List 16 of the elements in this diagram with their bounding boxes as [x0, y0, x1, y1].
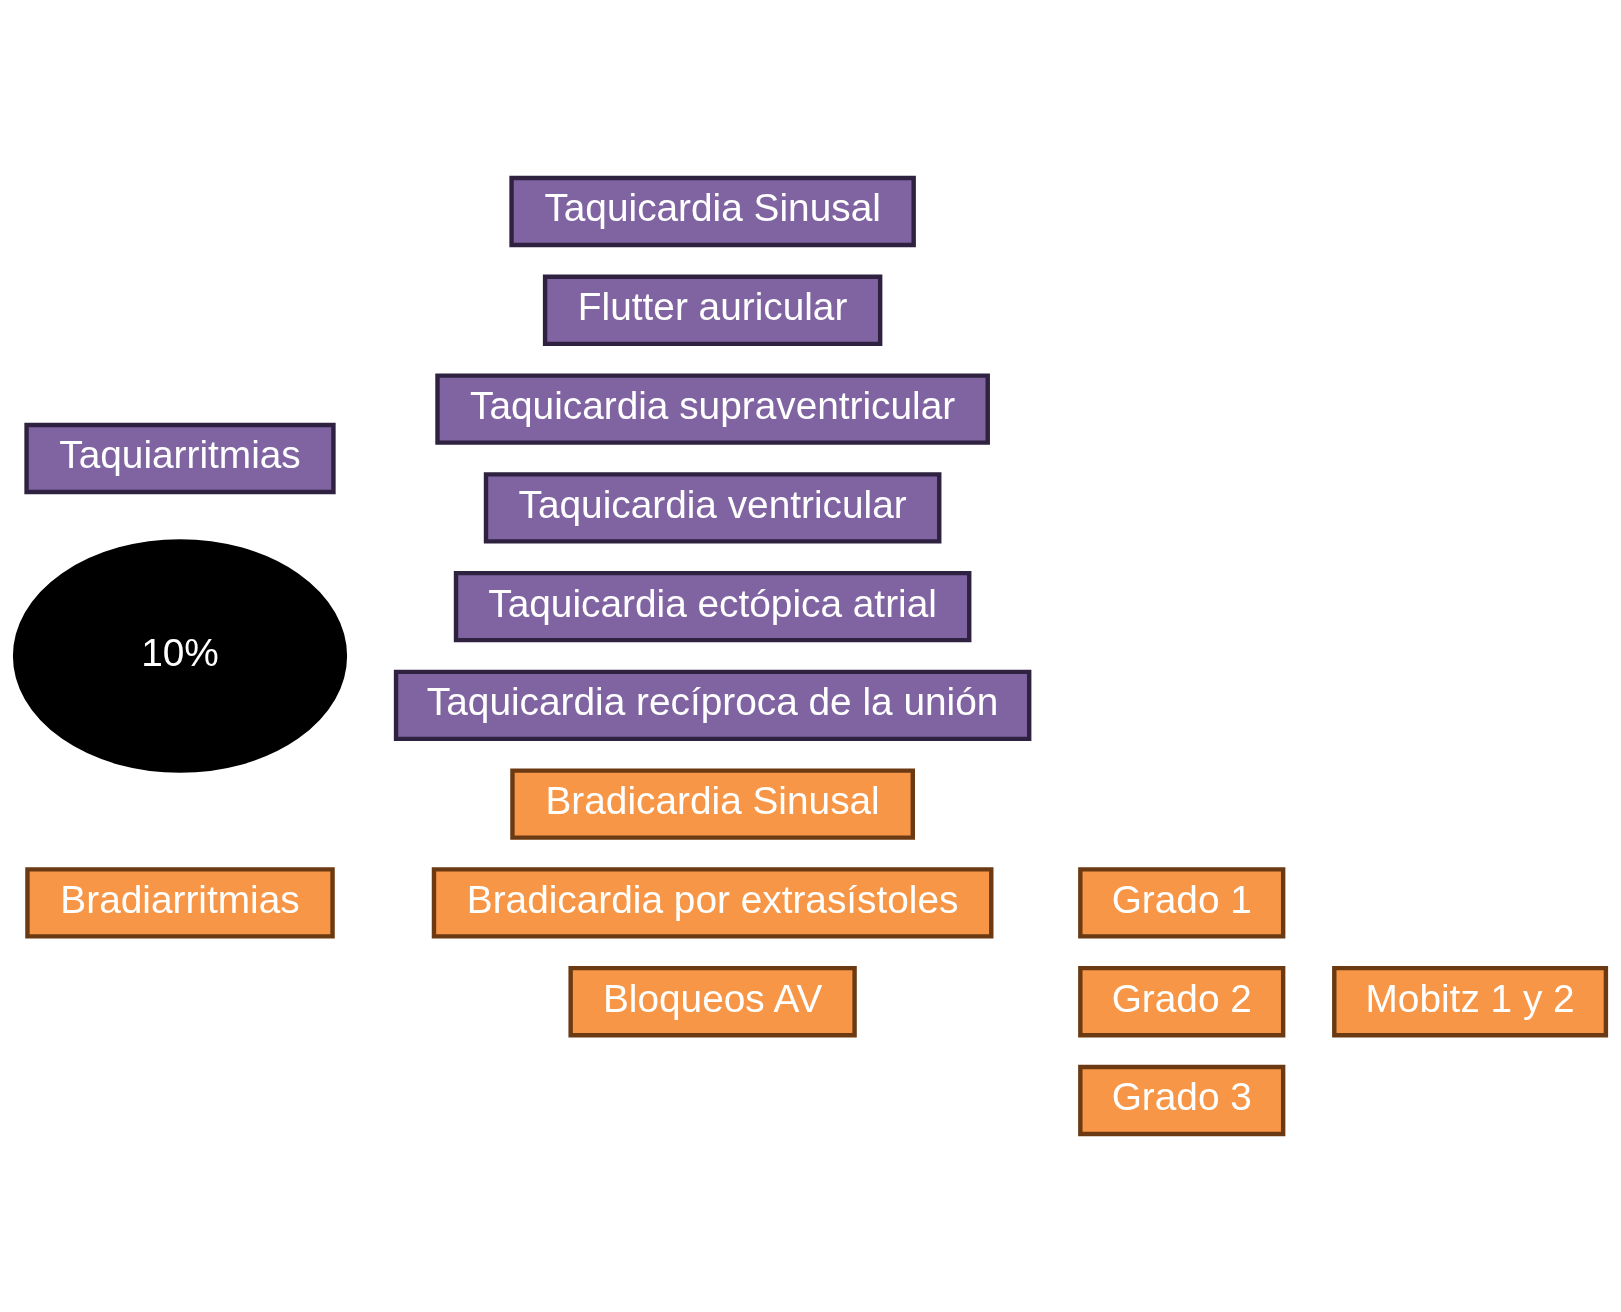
node-box: Grado 1 [1078, 867, 1286, 939]
node-box: Bradicardia por extrasístoles [431, 867, 994, 939]
node-box: Bradicardia Sinusal [510, 768, 915, 840]
node-box: Bradiarritmias [25, 867, 335, 939]
node-box: Taquicardia ventricular [483, 472, 942, 544]
node-box: Taquicardia ectópica atrial [453, 570, 972, 643]
node-box: Taquiarritmias [24, 422, 336, 495]
node-box: Flutter auricular [542, 274, 883, 347]
node-box: Grado 2 [1078, 965, 1286, 1038]
node-box: Taquicardia Sinusal [509, 175, 916, 248]
node-box: Grado 3 [1078, 1064, 1286, 1137]
node-box: Mobitz 1 y 2 [1332, 965, 1609, 1038]
node-box: Taquicardia recíproca de la unión [393, 669, 1032, 742]
node-ellipse: 10% [12, 539, 348, 773]
node-box: Taquicardia supraventricular [435, 373, 990, 445]
node-box: Bloqueos AV [568, 965, 857, 1038]
